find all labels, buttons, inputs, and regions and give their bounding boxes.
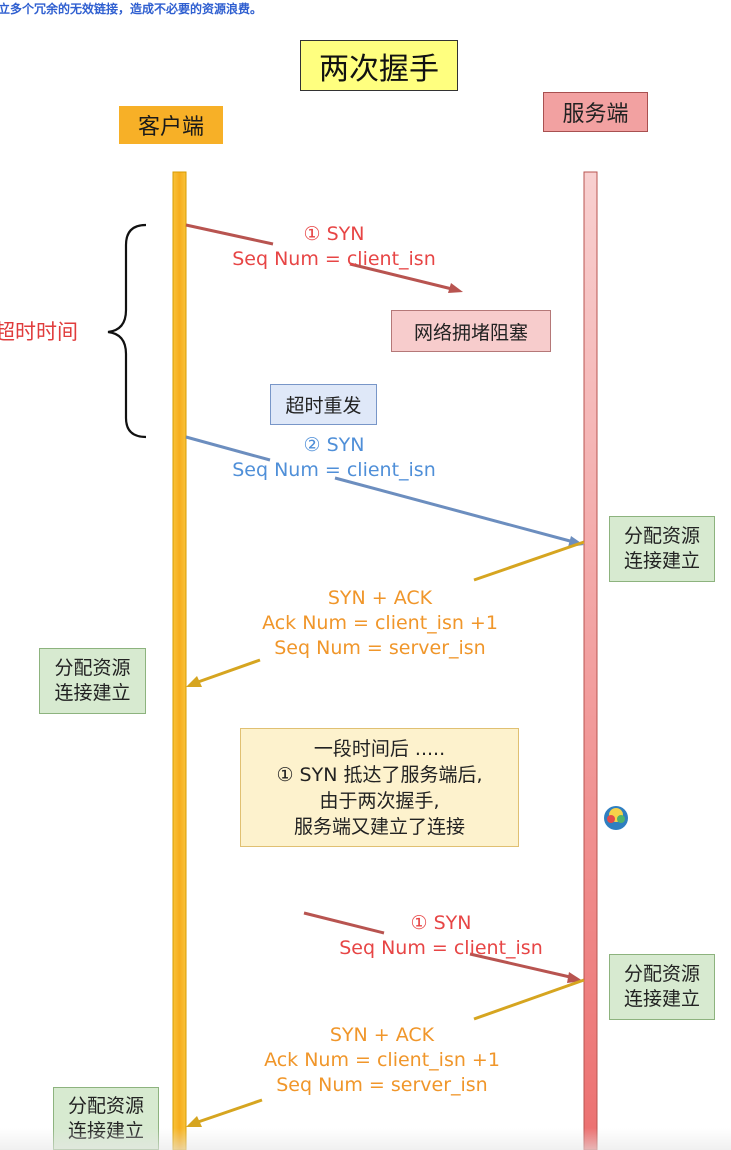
synack2-line2: Ack Num = client_isn +1	[264, 1049, 500, 1071]
syn1-late-label: ① SYN Seq Num = client_isn	[330, 911, 552, 961]
server-resource-1-line1: 分配资源	[623, 525, 700, 547]
synack2-line3: Seq Num = server_isn	[276, 1074, 488, 1096]
server-label: 服务端	[543, 92, 648, 132]
synack1-line2: Ack Num = client_isn +1	[262, 612, 498, 634]
syn2-line1: ② SYN	[303, 434, 365, 456]
note-line1: 一段时间后 .....	[313, 737, 446, 760]
syn2-arrow-a	[185, 435, 271, 462]
avatar-icon[interactable]	[603, 805, 629, 831]
syn1-first-label: ① SYN Seq Num = client_isn	[223, 222, 445, 272]
synack2-arrow-a	[473, 978, 585, 1021]
note-line2: ① SYN 抵达了服务端后,	[276, 763, 483, 786]
synack2-line1: SYN + ACK	[329, 1024, 435, 1046]
server-resource-2-line1: 分配资源	[623, 963, 700, 985]
timeout-brace	[107, 223, 147, 439]
server-resource-2-line2: 连接建立	[623, 988, 700, 1010]
server-resource-1-line2: 连接建立	[623, 550, 700, 572]
client-resource-1-line1: 分配资源	[54, 657, 131, 679]
top-note: 立多个冗余的无效链接，造成不必要的资源浪费。	[0, 2, 263, 16]
synack1-arrow-b	[197, 658, 261, 684]
server-resource-box-2: 分配资源 连接建立	[609, 954, 715, 1020]
server-timeline	[583, 171, 598, 1150]
retransmit-box: 超时重发	[270, 384, 377, 425]
syn1-late-line2: Seq Num = client_isn	[339, 937, 543, 959]
syn2-arrow-b	[334, 476, 571, 543]
syn1-first-line1: ① SYN	[303, 223, 365, 245]
syn1-first-line2: Seq Num = client_isn	[232, 248, 436, 270]
synack2-arrow-b	[197, 1098, 263, 1124]
bottom-fade	[0, 1128, 731, 1150]
congestion-box: 网络拥堵阻塞	[391, 310, 551, 352]
synack1-line1: SYN + ACK	[327, 587, 433, 609]
synack1-label: SYN + ACK Ack Num = client_isn +1 Seq Nu…	[248, 586, 512, 661]
client-resource-2-line1: 分配资源	[67, 1094, 144, 1117]
syn1-late-arrow-b	[469, 952, 571, 979]
diagram-title: 两次握手	[300, 40, 458, 91]
client-resource-box-1: 分配资源 连接建立	[39, 648, 146, 714]
syn1-late-line1: ① SYN	[410, 912, 472, 934]
client-resource-1-line2: 连接建立	[54, 682, 131, 704]
syn1-first-arrow-a	[185, 223, 274, 246]
syn1-first-arrowhead	[448, 283, 463, 293]
server-resource-box-1: 分配资源 连接建立	[609, 516, 715, 582]
synack1-arrow-a	[473, 540, 585, 582]
synack2-label: SYN + ACK Ack Num = client_isn +1 Seq Nu…	[250, 1023, 514, 1098]
client-label: 客户端	[119, 106, 223, 144]
syn1-late-arrow-a	[303, 911, 385, 935]
syn2-line2: Seq Num = client_isn	[232, 459, 436, 481]
note-box: 一段时间后 ..... ① SYN 抵达了服务端后, 由于两次握手, 服务端又建…	[240, 728, 519, 847]
note-line4: 服务端又建立了连接	[293, 815, 465, 838]
synack1-arrowhead	[186, 676, 202, 687]
timeout-label: 超时时间	[0, 320, 78, 344]
syn2-label: ② SYN Seq Num = client_isn	[223, 433, 445, 483]
client-timeline	[172, 171, 187, 1150]
syn1-first-arrow-b	[349, 262, 453, 291]
synack1-line3: Seq Num = server_isn	[274, 637, 486, 659]
synack2-arrowhead	[186, 1116, 202, 1127]
note-line3: 由于两次握手,	[319, 789, 440, 812]
